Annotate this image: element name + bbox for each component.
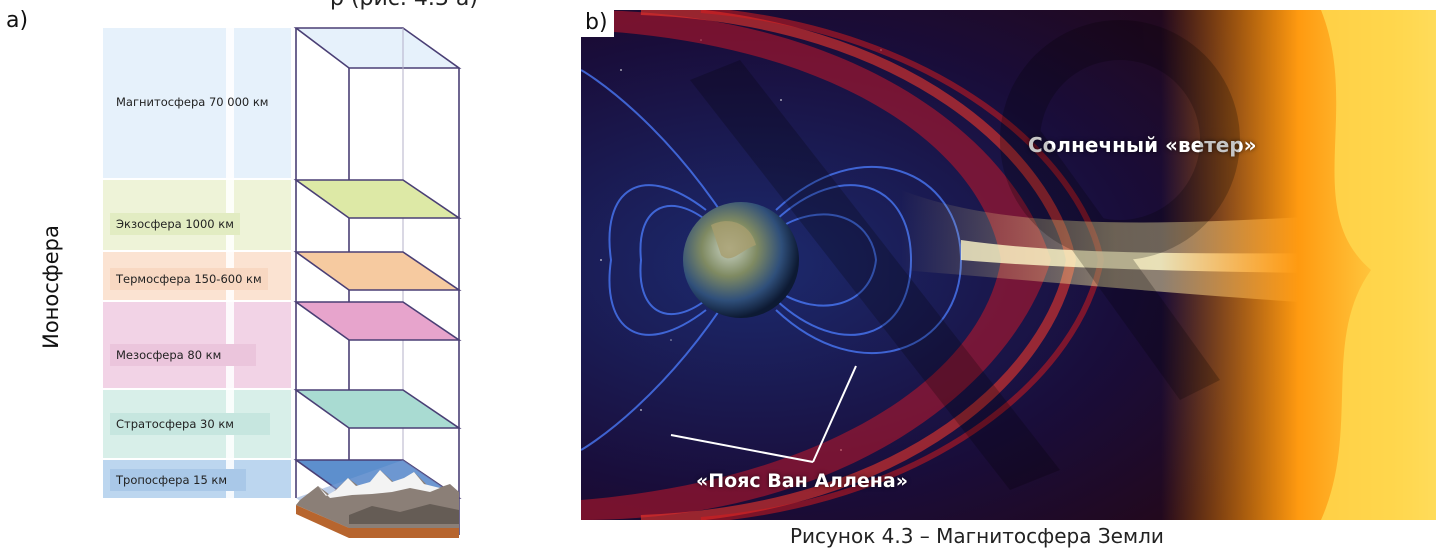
mountain-illustration <box>296 460 459 538</box>
plane-stratosphere <box>293 389 462 429</box>
band-label-troposphere: Тропосфера 15 км <box>110 469 246 491</box>
ionosphere-side-label: Ионосфера <box>39 225 63 349</box>
cropped-text-top: р (рис. 4.3 а) <box>330 0 478 11</box>
magnetosphere-illustration <box>581 10 1436 520</box>
band-magnetosphere <box>103 28 291 178</box>
band-label-stratosphere: Стратосфера 30 км <box>110 413 270 435</box>
band-label-exosphere: Экзосфера 1000 км <box>110 213 240 235</box>
solar-wind-label: Солнечный «ветер» <box>1028 133 1257 157</box>
panel-b-label: b) <box>581 10 614 37</box>
band-label-mesosphere: Мезосфера 80 км <box>110 344 256 366</box>
panel-a-label: a) <box>6 8 29 33</box>
plane-mesosphere <box>293 301 462 341</box>
band-label-thermosphere: Термосфера 150-600 км <box>110 268 268 290</box>
van-allen-belt-label: «Пояс Ван Аллена» <box>696 470 908 492</box>
figure-caption: Рисунок 4.3 – Магнитосфера Земли <box>790 524 1164 548</box>
plane-thermosphere <box>293 251 462 291</box>
band-label-magnetosphere: Магнитосфера 70 000 км <box>116 95 269 109</box>
plane-exosphere <box>293 179 462 219</box>
